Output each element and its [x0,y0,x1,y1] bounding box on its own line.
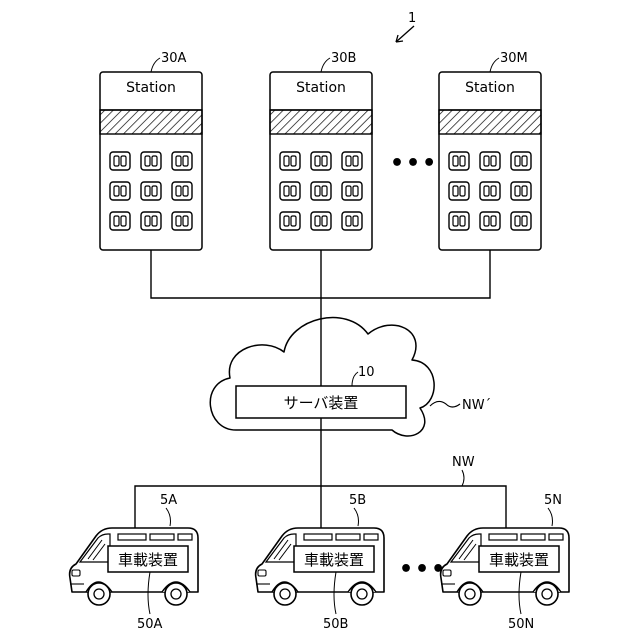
station-ellipsis: ••• [390,151,438,176]
station-ref-label: 30A [161,51,187,66]
onboard-device-label: 車載装置 [489,551,549,569]
vehicle-ellipsis: ••• [399,557,447,582]
vehicle-ref-leader [548,508,553,526]
vehicle-ref-label: 5N [544,493,562,508]
station-label: Station [465,80,515,96]
system-ref-arrow [396,26,414,42]
vehicle-ref-label: 5A [160,493,177,508]
station-label: Station [126,80,176,96]
nw-prime-leader [430,401,460,407]
vehicle-5b: 車載装置 5B 50B [256,493,384,632]
station-network-line [151,250,490,298]
onboard-device-label: 車載装置 [304,551,364,569]
device-ref-label: 50B [323,617,348,632]
vehicle-5a: 車載装置 5A 50A [70,493,198,632]
vehicle-ref-leader [354,508,359,526]
station-30b: Station 30B [270,51,372,250]
onboard-device-label: 車載装置 [118,551,178,569]
vehicle-ref-leader [166,508,171,526]
device-ref-label: 50A [137,617,163,632]
server-ref-label: 10 [358,365,375,380]
nw-label: NW [452,455,475,470]
nw-prime-label: NW´ [462,398,491,413]
station-ref-label: 30B [331,51,356,66]
vehicle-ref-label: 5B [349,493,366,508]
station-30a: Station 30A [100,51,202,250]
server-label: サーバ装置 [284,394,359,412]
station-label: Station [296,80,346,96]
nw-leader [462,470,464,486]
station-ref-label: 30M [500,51,528,66]
station-ref-leader [321,58,330,72]
vehicle-5n: 車載装置 5N 50N [441,493,569,632]
system-ref-label: 1 [408,11,416,26]
station-ref-leader [151,58,160,72]
station-ref-leader [490,58,499,72]
station-30m: Station 30M [439,51,541,250]
device-ref-label: 50N [508,617,534,632]
